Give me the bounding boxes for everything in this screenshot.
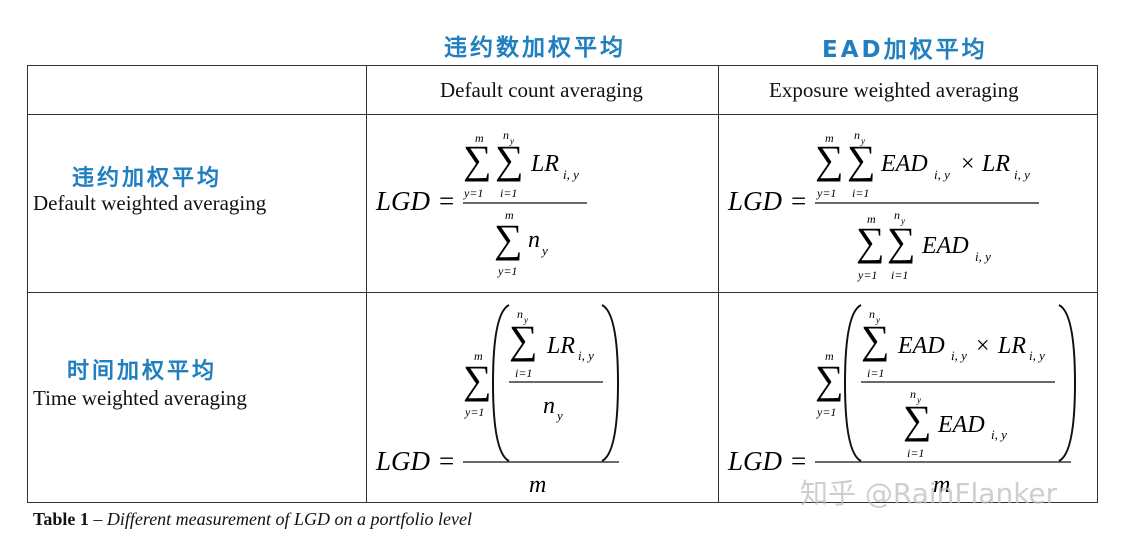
sum-lower-y1: y=1 xyxy=(497,264,517,278)
sum-upper-m: m xyxy=(867,212,876,226)
lr-subscript: i, y xyxy=(563,167,579,182)
sum-lower-y1: y=1 xyxy=(463,186,483,200)
formula-time-weighted-default-count: LGD = m ∑ y=1 n y ∑ i=1 LR i, y n y m xyxy=(375,304,620,498)
ead-subscript: i, y xyxy=(991,427,1007,442)
lr-subscript: i, y xyxy=(578,348,594,363)
times-sign: × xyxy=(976,333,990,359)
sum-lower-i1: i=1 xyxy=(891,268,908,282)
n-subscript: y xyxy=(555,408,563,423)
sum-symbol: ∑ xyxy=(887,219,916,264)
n-term: n xyxy=(543,393,555,419)
n-term: n xyxy=(528,227,540,253)
sum-lower-y1: y=1 xyxy=(816,186,836,200)
sum-lower-i1: i=1 xyxy=(907,446,924,460)
formula-default-weighted-default-count: LGD = m ∑ y=1 n y ∑ i=1 LR i, y m ∑ y=1 … xyxy=(375,128,587,278)
formula-default-weighted-exposure-weighted: LGD = m ∑ y=1 n y ∑ i=1 EAD i, y × LR i,… xyxy=(727,128,1039,282)
sum-upper-m: m xyxy=(475,131,484,145)
ead-subscript: i, y xyxy=(951,348,967,363)
right-paren xyxy=(601,304,620,462)
sum-upper-n-sub: y xyxy=(523,315,528,325)
m-term: m xyxy=(933,472,950,498)
n-subscript: y xyxy=(540,243,548,258)
sum-upper-n-sub: y xyxy=(916,395,921,405)
sum-symbol: ∑ xyxy=(509,317,538,362)
sum-symbol: ∑ xyxy=(463,137,492,182)
sum-symbol: ∑ xyxy=(463,357,492,402)
sum-upper-n: n xyxy=(869,307,875,321)
equals-sign: = xyxy=(439,446,454,476)
equals-sign: = xyxy=(791,186,806,216)
sum-upper-n: n xyxy=(503,128,509,142)
equals-sign: = xyxy=(791,446,806,476)
ead-term: EAD xyxy=(921,233,969,259)
sum-upper-m: m xyxy=(825,349,834,363)
lgd-label: LGD xyxy=(375,186,431,216)
sum-lower-i1: i=1 xyxy=(852,186,869,200)
sum-symbol: ∑ xyxy=(495,137,524,182)
equals-sign: = xyxy=(439,186,454,216)
sum-symbol: ∑ xyxy=(815,137,844,182)
ead-term: EAD xyxy=(880,151,928,177)
column-header-cn-default-count: 违约数加权平均 xyxy=(444,35,626,61)
sum-upper-m: m xyxy=(825,131,834,145)
lgd-label: LGD xyxy=(727,186,783,216)
sum-upper-n: n xyxy=(910,387,916,401)
lr-subscript: i, y xyxy=(1014,167,1030,182)
times-sign: × xyxy=(961,151,975,177)
lr-term: LR xyxy=(530,151,559,177)
row-header-cn-time-weighted: 时间加权平均 xyxy=(67,359,218,384)
lr-subscript: i, y xyxy=(1029,348,1045,363)
sum-lower-i1: i=1 xyxy=(867,366,884,380)
sum-upper-n: n xyxy=(854,128,860,142)
lgd-label: LGD xyxy=(727,446,783,476)
caption-label: Table 1 xyxy=(33,509,89,529)
lgd-label: LGD xyxy=(375,446,431,476)
left-paren xyxy=(491,304,510,462)
lr-term: LR xyxy=(997,333,1026,359)
lr-term: LR xyxy=(546,333,575,359)
table-caption: Table 1 – Different measurement of LGD o… xyxy=(33,509,472,530)
sum-upper-m: m xyxy=(505,208,514,222)
sum-upper-n-sub: y xyxy=(509,136,514,146)
sum-symbol: ∑ xyxy=(903,397,932,442)
sum-lower-i1: i=1 xyxy=(500,186,517,200)
sum-symbol: ∑ xyxy=(815,357,844,402)
lr-term: LR xyxy=(981,151,1010,177)
sum-symbol: ∑ xyxy=(494,216,523,261)
sum-lower-y1: y=1 xyxy=(464,405,484,419)
ead-subscript: i, y xyxy=(934,167,950,182)
right-paren xyxy=(1058,304,1077,462)
sum-upper-n: n xyxy=(894,208,900,222)
column-header-cn-exposure-weighted: EAD加权平均 xyxy=(822,37,988,63)
sum-upper-n-sub: y xyxy=(860,136,865,146)
sum-symbol: ∑ xyxy=(861,317,890,362)
sum-lower-i1: i=1 xyxy=(515,366,532,380)
sum-upper-n-sub: y xyxy=(875,315,880,325)
ead-term: EAD xyxy=(897,333,945,359)
column-header-exposure-weighted-averaging: Exposure weighted averaging xyxy=(769,78,1019,102)
row-header-default-weighted-averaging: Default weighted averaging xyxy=(33,191,267,215)
formula-time-weighted-exposure-weighted: LGD = m ∑ y=1 n y ∑ i=1 EAD i, y × LR i,… xyxy=(727,304,1077,498)
m-term: m xyxy=(529,472,546,498)
sum-lower-y1: y=1 xyxy=(857,268,877,282)
row-header-time-weighted-averaging: Time weighted averaging xyxy=(33,386,247,410)
sum-upper-n-sub: y xyxy=(900,216,905,226)
sum-upper-m: m xyxy=(474,349,483,363)
watermark: 知乎 @RainFlanker xyxy=(800,477,1058,510)
sum-symbol: ∑ xyxy=(847,137,876,182)
row-header-cn-default-weighted: 违约加权平均 xyxy=(72,166,223,191)
ead-subscript: i, y xyxy=(975,249,991,264)
column-header-default-count-averaging: Default count averaging xyxy=(440,78,643,102)
sum-symbol: ∑ xyxy=(856,219,885,264)
sum-upper-n: n xyxy=(517,307,523,321)
caption-text: Different measurement of LGD on a portfo… xyxy=(106,509,472,529)
ead-term: EAD xyxy=(937,412,985,438)
caption-dash: – xyxy=(88,509,107,529)
left-paren xyxy=(843,304,862,462)
sum-lower-y1: y=1 xyxy=(816,405,836,419)
